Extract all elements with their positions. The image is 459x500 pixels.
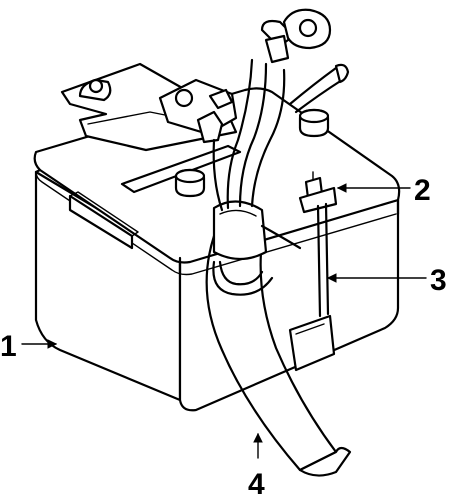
callout-3: 3 bbox=[430, 264, 447, 297]
hold-down-rod bbox=[288, 202, 336, 372]
callout-2: 2 bbox=[414, 174, 431, 207]
terminal-clamp bbox=[158, 78, 238, 144]
leader-lines bbox=[21, 183, 427, 459]
battery-terminal-right bbox=[298, 108, 330, 138]
battery-terminal-left bbox=[174, 168, 206, 198]
battery-cable bbox=[205, 8, 352, 477]
callout-4: 4 bbox=[248, 468, 265, 500]
vent-strip bbox=[120, 144, 242, 194]
callout-1: 1 bbox=[0, 330, 17, 363]
